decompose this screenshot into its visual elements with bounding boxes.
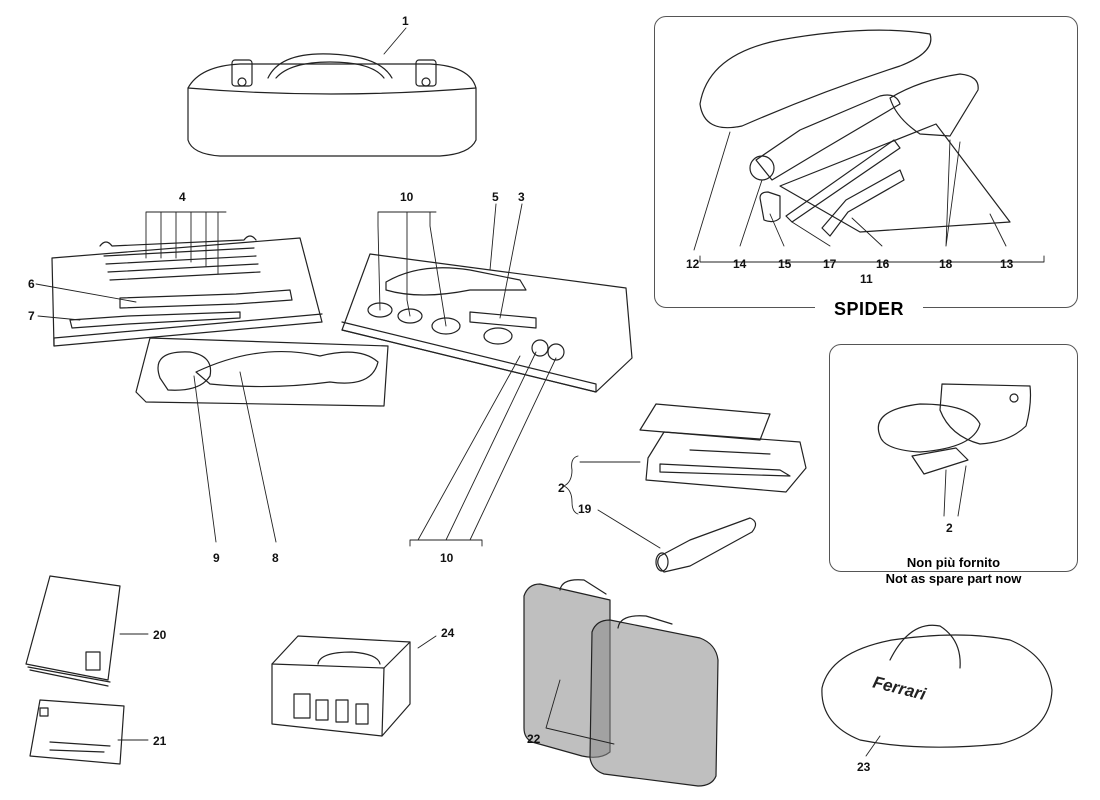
- callout-11[interactable]: 11: [860, 272, 873, 286]
- callout-2-not-supplied[interactable]: 2: [946, 521, 953, 535]
- owners-manual-illustration: [25, 575, 121, 687]
- luggage-set-illustration: [523, 579, 719, 787]
- not-supplied-panel: [829, 344, 1078, 572]
- callout-1[interactable]: 1: [402, 14, 409, 28]
- not-supplied-line-2: Not as spare part now: [885, 571, 1022, 586]
- leader-lines: [35, 27, 1045, 757]
- callout-8[interactable]: 8: [272, 551, 279, 565]
- not-supplied-note: Non più fornito Not as spare part now: [829, 555, 1078, 587]
- callout-15[interactable]: 15: [778, 257, 792, 271]
- bag-lettering: Ferrari: [871, 673, 929, 705]
- callout-10-bottom[interactable]: 10: [440, 551, 454, 565]
- tool-bag-illustration: [187, 53, 477, 157]
- tool-case-tray-illustration: [341, 253, 633, 393]
- callout-18[interactable]: 18: [939, 257, 953, 271]
- booklet-illustration: [29, 699, 125, 765]
- callout-5[interactable]: 5: [492, 190, 499, 204]
- spider-title: SPIDER: [815, 299, 923, 320]
- callout-3[interactable]: 3: [518, 190, 525, 204]
- callout-19[interactable]: 19: [578, 502, 592, 516]
- spider-tools-illustration: [699, 29, 1011, 237]
- not-supplied-line-1: Non più fornito: [906, 555, 1001, 570]
- cable-bag-illustration: [877, 383, 1032, 475]
- callout-20[interactable]: 20: [153, 628, 167, 642]
- tool-kit-box-illustration: [639, 403, 807, 493]
- callout-16[interactable]: 16: [876, 257, 890, 271]
- callout-17[interactable]: 17: [823, 257, 837, 271]
- callout-24[interactable]: 24: [441, 626, 455, 640]
- callout-14[interactable]: 14: [733, 257, 747, 271]
- wrench-tray-illustration: [51, 235, 323, 347]
- callout-12[interactable]: 12: [686, 257, 700, 271]
- callout-22[interactable]: 22: [527, 732, 541, 746]
- strap-tray-illustration: [135, 337, 389, 407]
- callout-4[interactable]: 4: [179, 190, 186, 204]
- callout-13[interactable]: 13: [1000, 257, 1014, 271]
- duffel-bag-illustration: [821, 624, 1053, 748]
- callout-6[interactable]: 6: [28, 277, 35, 291]
- torch-illustration: [655, 517, 757, 573]
- callout-21[interactable]: 21: [153, 734, 167, 748]
- callout-10-top[interactable]: 10: [400, 190, 414, 204]
- callout-9[interactable]: 9: [213, 551, 220, 565]
- callout-23[interactable]: 23: [857, 760, 871, 774]
- spider-panel: [654, 16, 1078, 308]
- callout-7[interactable]: 7: [28, 309, 35, 323]
- callout-2[interactable]: 2: [558, 481, 565, 495]
- first-aid-kit-illustration: [271, 635, 411, 737]
